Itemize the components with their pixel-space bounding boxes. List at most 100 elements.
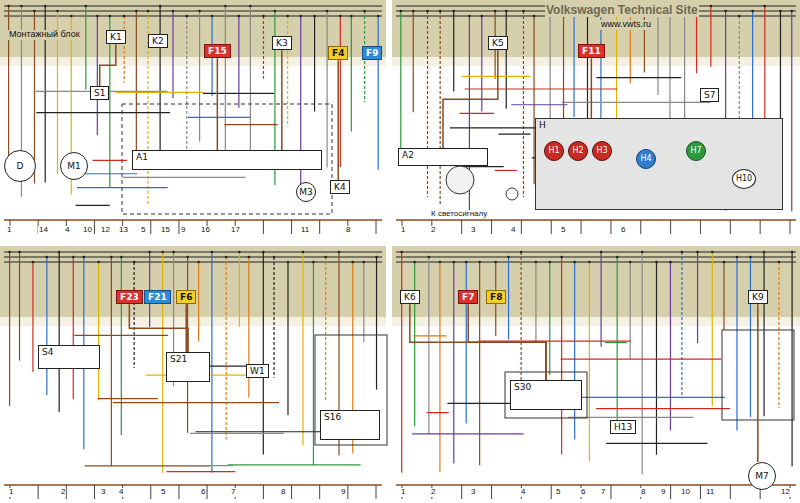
junction-dot [248,256,251,259]
junction-dot [480,15,483,18]
module-housing [122,104,332,214]
wire [791,11,792,211]
junction-dot [696,251,699,254]
terminal-number: 10 [82,226,93,235]
terminal-lead [263,220,264,234]
junction-dot [711,251,714,254]
wire [287,262,288,415]
terminal-lead [94,220,95,234]
motor-circle: D [4,150,36,182]
wire [656,262,657,455]
wire [460,166,504,167]
junction-dot [738,15,741,18]
component-label: S7 [704,90,715,100]
wire [186,16,187,157]
wire [712,252,713,406]
relay-box: K9 [748,290,768,304]
junction-dot [338,251,341,254]
junction-dot [238,15,241,18]
component-label: S1 [94,88,105,98]
junction-dot [96,15,99,18]
terminal-number: 5 [140,226,146,235]
wire [9,252,10,406]
wire [73,257,74,399]
junction-dot [439,10,442,13]
junction-dot [224,5,227,8]
junction-dot [44,5,47,8]
terminal-number: 3 [100,488,106,497]
junction-dot [299,15,302,18]
wire [85,173,137,174]
junction-dot [302,251,305,254]
wire [263,16,264,79]
junction-dot [339,15,342,18]
component-label: A1 [136,152,318,162]
terminal-number: 8 [640,488,646,497]
wire [250,6,251,150]
junction-dot [399,10,402,13]
wire [710,6,711,67]
junction-dot [8,251,11,254]
wire [98,398,158,399]
terminal-number: 17 [230,226,241,235]
wire [225,6,226,161]
terminal-lead [376,220,377,234]
wire [98,262,99,400]
junction-dot [505,10,508,13]
junction-dot [724,10,727,13]
wire [440,11,441,205]
junction-dot [197,261,200,264]
junction-dot [110,256,113,259]
wire [750,257,751,417]
junction-dot [249,5,252,8]
relay-box: K5 [488,36,508,50]
wire [121,257,122,435]
wire [523,11,524,197]
wire [427,11,428,197]
wire [498,133,530,134]
wire [116,92,205,93]
motor-circle: M7 [748,462,776,490]
power-bus [396,261,796,262]
wire [780,11,781,132]
terminal-lead [760,220,761,234]
wire [172,11,173,98]
junction-dot [238,251,241,254]
wire [363,262,364,342]
terminal-number: 1 [400,488,406,497]
power-bus [396,256,796,257]
terminal-lead [551,220,552,234]
terminal-lead [319,220,320,234]
junction-dot [764,5,767,8]
wire [46,257,47,395]
junction-dot [123,15,126,18]
terminal-number: 5 [160,488,166,497]
junction-dot [70,15,73,18]
junction-dot [287,261,290,264]
terminal-number: 1 [400,226,406,235]
component-label: H [539,120,779,130]
junction-dot [749,256,752,259]
wire [113,402,279,403]
wire [400,11,401,151]
junction-dot [33,10,36,13]
junction-dot [198,10,201,13]
wire-connector [129,304,188,352]
wire [376,257,377,390]
wire [465,88,617,89]
terminal-lead [347,485,348,499]
terminal-number: 4 [520,488,526,497]
component-box: A1 [132,150,322,170]
wire [273,257,274,378]
wire [413,11,414,112]
terminal-lead [94,485,95,499]
junction-dot [751,10,754,13]
junction-dot [507,256,510,259]
junction-dot [148,251,151,254]
junction-dot [262,15,265,18]
motor-circle: M1 [60,152,88,180]
relay-box: S1 [90,86,109,100]
junction-dot [465,261,468,264]
